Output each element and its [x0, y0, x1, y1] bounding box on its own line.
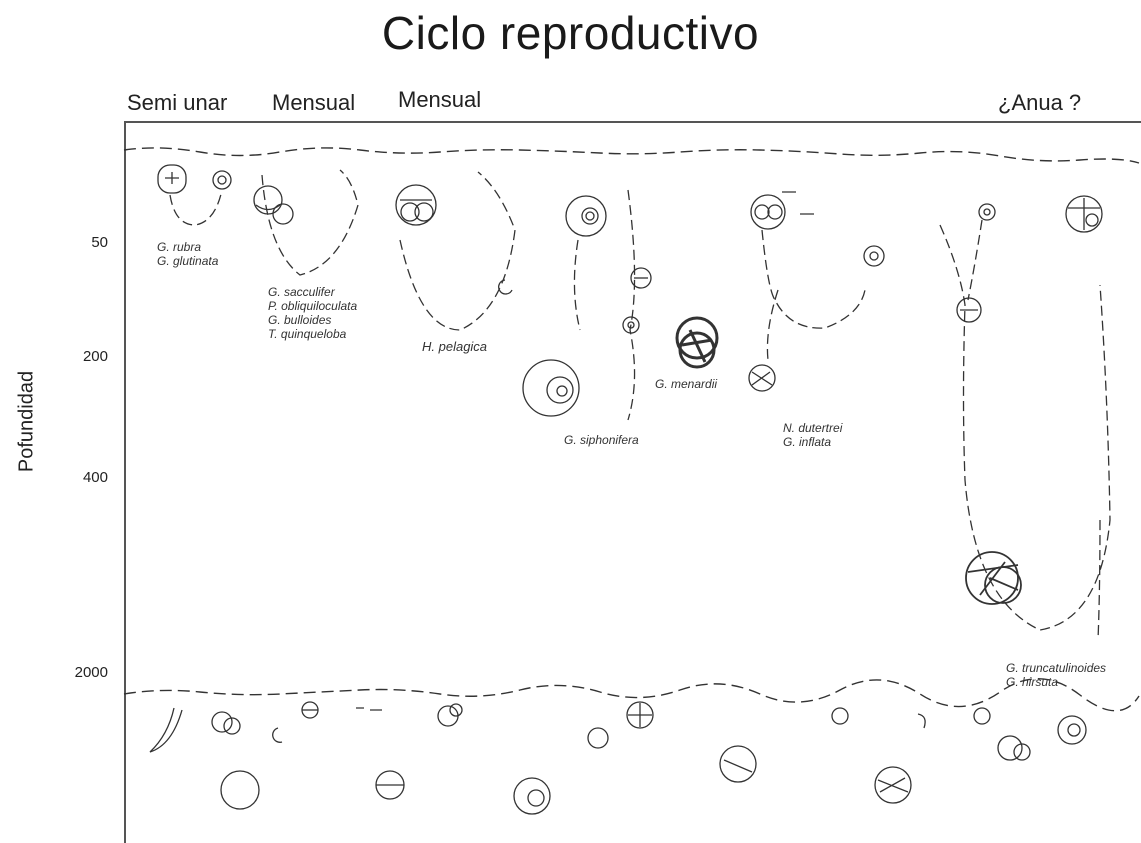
shell-icon: [957, 298, 981, 322]
shell-icon: [254, 186, 293, 224]
shell-icon: [376, 771, 404, 799]
shell-icon: [918, 714, 925, 728]
sea-surface-line: [124, 148, 1139, 163]
shell-icon: [566, 196, 606, 236]
shell-icon: [1058, 716, 1086, 744]
species-group-3: H. pelagica: [422, 340, 487, 354]
shell-icon: [514, 778, 550, 814]
cycle-path-group-3: [400, 172, 515, 330]
species-label: G. rubra: [157, 240, 218, 254]
species-label: G. glutinata: [157, 254, 218, 268]
shell-icon: [677, 318, 717, 367]
shell-icon: [302, 702, 318, 718]
shell-icon: [221, 771, 259, 809]
species-group-1: G. rubra G. glutinata: [157, 240, 218, 268]
shell-icon: [782, 192, 814, 214]
shell-icon: [499, 280, 512, 294]
species-group-2: G. sacculifer P. obliquiloculata G. bull…: [268, 285, 357, 341]
shell-icon: [832, 708, 848, 724]
shell-icon: [979, 204, 995, 220]
cycle-path-group-1: [170, 190, 222, 225]
shell-icon: [720, 746, 756, 782]
shell-icon: [588, 702, 653, 748]
species-group-5: G. menardii: [655, 377, 717, 391]
species-label: G. menardii: [655, 377, 717, 391]
shell-icon: [396, 185, 436, 225]
cycle-path-group-6: [762, 230, 865, 360]
shell-icon: [438, 704, 462, 726]
shell-icon: [751, 195, 785, 229]
shell-icon: [213, 171, 231, 189]
species-label: G. sacculifer: [268, 285, 357, 299]
species-label: G. inflata: [783, 435, 842, 449]
shell-icon: [150, 708, 182, 752]
shell-icon: [974, 708, 1030, 760]
shell-icon: [523, 360, 579, 416]
species-label: N. dutertrei: [783, 421, 842, 435]
species-label: G. hirsuta: [1006, 675, 1106, 689]
shell-icon: [749, 365, 775, 391]
shell-icon: [212, 712, 240, 734]
shell-icon: [631, 268, 651, 288]
species-label: H. pelagica: [422, 340, 487, 354]
species-label: G. siphonifera: [564, 433, 639, 447]
cycle-path-group-2: [262, 170, 358, 275]
species-label: P. obliquiloculata: [268, 299, 357, 313]
species-label: T. quinqueloba: [268, 327, 357, 341]
shell-icon: [864, 246, 884, 266]
species-label: G. bulloides: [268, 313, 357, 327]
species-group-7: G. truncatulinoides G. hirsuta: [1006, 661, 1106, 689]
species-label: G. truncatulinoides: [1006, 661, 1106, 675]
shell-icon: [966, 552, 1021, 604]
shell-icon: [158, 165, 186, 193]
shell-icon: [356, 708, 382, 710]
shell-icon: [273, 728, 282, 742]
shell-icon: [875, 767, 911, 803]
shell-icon: [1066, 196, 1102, 232]
species-group-6: N. dutertrei G. inflata: [783, 421, 842, 449]
species-group-4: G. siphonifera: [564, 433, 639, 447]
